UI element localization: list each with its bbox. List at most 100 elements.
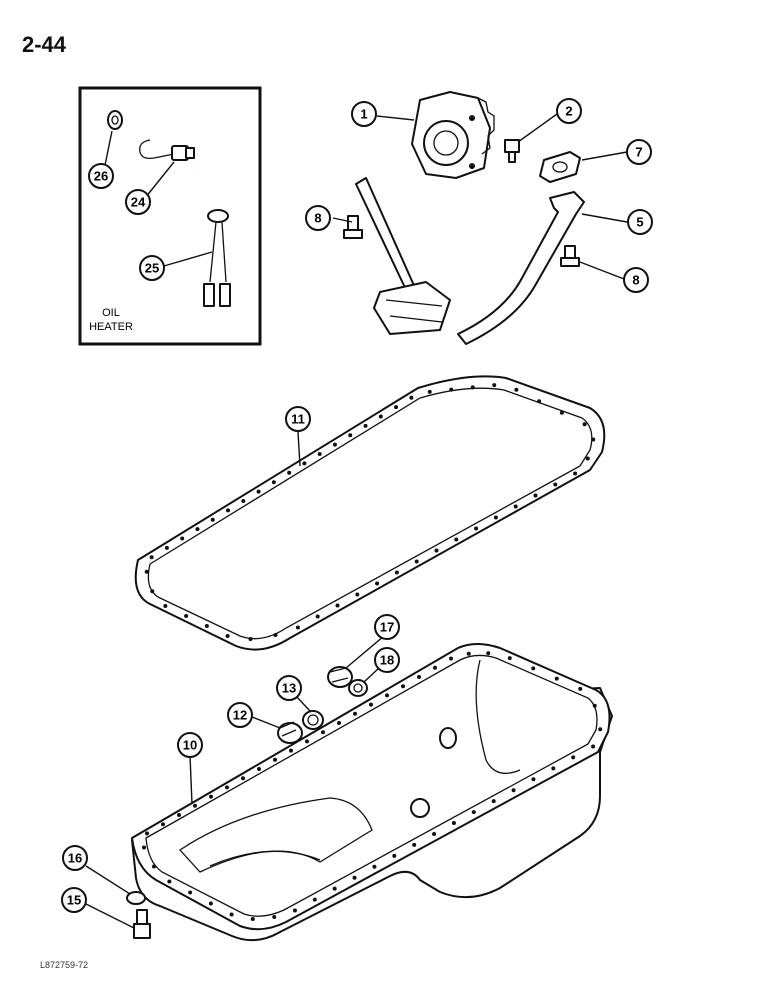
bolt-hole [486,651,491,656]
bolt-hole [507,656,512,661]
bolt-hole [401,684,405,689]
bolt-hole [210,517,215,522]
inset-label-line2: HEATER [89,321,133,333]
callout-25-label: 25 [145,261,159,276]
callout-7: 7 [626,139,652,165]
callout-26: 26 [88,163,114,189]
bolt-hole [592,703,597,708]
bolt-hole [163,604,168,608]
bolt-hole [292,908,297,913]
bolt-hole [531,777,536,782]
callout-5-label: 5 [636,215,643,230]
callout-15: 15 [61,887,87,913]
callout-8b: 8 [623,267,649,293]
callout-1-label: 1 [360,107,367,122]
bolt-hole [533,493,538,498]
bolt-hole [591,744,596,749]
bolt-8b [560,245,580,267]
washer-13 [302,710,324,730]
callout-10-label: 10 [183,738,197,753]
bolt-hole [353,711,357,716]
bolt-hole [427,389,432,394]
bolt-hole [335,603,340,608]
plug-16 [126,891,146,905]
bolt-hole [302,461,307,466]
callout-24: 24 [125,189,151,215]
bolt-hole [188,890,193,895]
bolt-hole [466,651,471,656]
bolt-hole [225,785,229,790]
bolt-hole [470,385,475,390]
callout-17: 17 [374,614,400,640]
callout-11-label: 11 [291,412,305,427]
bolt-hole [451,821,456,826]
bolt-hole [305,739,309,744]
bolt-8a [343,215,363,239]
bolt-hole [229,912,234,917]
bolt-hole [514,387,519,392]
bolt-hole [433,665,437,670]
callout-11: 11 [285,406,311,432]
bolt-hole [312,897,317,902]
callout-8a-label: 8 [314,211,321,226]
bolt-hole [573,471,578,476]
bolt-hole [553,482,558,487]
bolt-hole [492,383,497,388]
bolt-hole [180,536,185,541]
bolt-hole [554,676,559,681]
bolt-hole [332,442,337,447]
callout-8b-label: 8 [632,273,639,288]
bolt-hole [372,864,377,869]
callout-7-label: 7 [635,145,642,160]
bolt-hole [321,730,325,735]
bolt-hole [193,803,197,808]
bolt-hole [513,504,518,509]
callout-16: 16 [62,845,88,871]
bolt-hole [369,702,373,707]
bolt-hole [208,901,213,906]
bolt-hole [582,422,587,427]
callout-16-label: 16 [68,851,82,866]
bolt-hole [412,842,417,847]
bolt-hole [161,822,165,827]
bolt-hole [385,693,389,698]
callout-1: 1 [351,101,377,127]
pan-gasket-11 [134,375,606,651]
bolt-hole [432,831,437,836]
callout-10: 10 [177,732,203,758]
pan-bolt-holes [142,651,603,921]
bolt-hole [363,423,368,428]
bolt-hole [204,624,209,628]
bolt-hole [256,489,261,494]
bolt-hole [337,721,341,725]
callout-2-label: 2 [565,104,572,119]
oil-pan-10 [131,643,613,942]
callout-24-label: 24 [131,195,146,210]
bolt-hole [145,831,149,836]
bolt-hole [392,853,397,858]
bolt-hole [417,675,421,679]
callout-13-label: 13 [282,681,296,696]
callout-8a: 8 [305,205,331,231]
bolt-hole [409,395,414,400]
bolt-hole [598,727,603,732]
bolt-hole [491,799,496,804]
bolt-hole [295,625,300,630]
bolt-hole [471,810,476,815]
callout-15-label: 15 [67,893,81,908]
bolt-hole [449,387,454,392]
bolt-hole [493,515,498,520]
bolt-hole [585,456,590,461]
bolt-hole [317,452,322,457]
drain-plug-12 [277,721,303,744]
bolt-hole [474,526,479,531]
bolt-hole [144,569,149,574]
inset-label-line1: OIL [102,307,120,319]
bolt-hole [152,864,156,869]
bolt-hole [184,614,189,618]
bolt-hole [241,498,246,503]
bolt-hole [250,917,255,921]
bolt-hole [454,537,459,542]
plug-17 [327,666,353,688]
